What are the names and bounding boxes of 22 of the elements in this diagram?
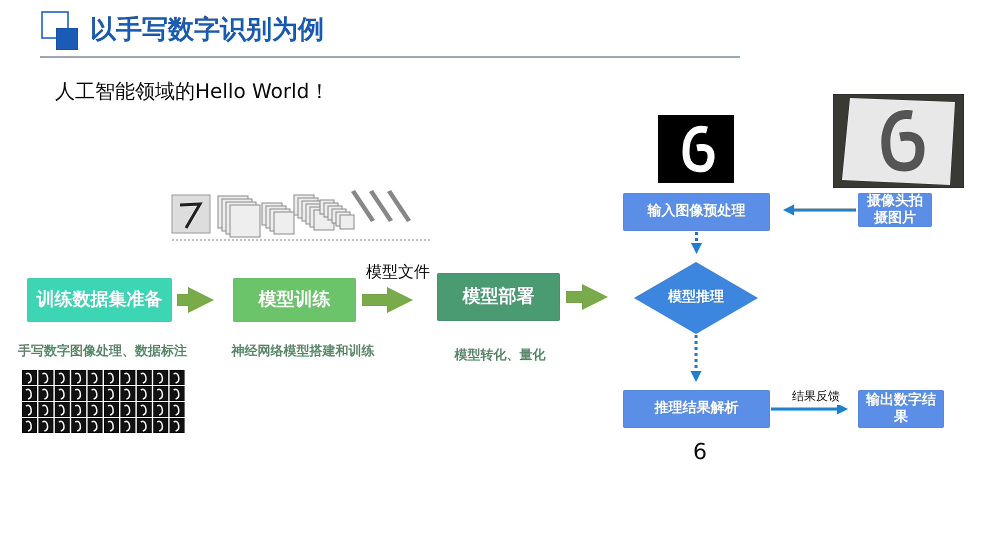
caption-text: 手写数字图像处理、数据标注 — [17, 342, 188, 360]
process-box: 训练数据集准备 — [27, 278, 172, 322]
caption-text: 神经网络模型搭建和训练 — [230, 343, 376, 360]
process-box: 摄像头拍摄图片 — [858, 193, 932, 227]
process-box: 推理结果解析 — [623, 390, 770, 428]
process-box: 输入图像预处理 — [623, 193, 770, 231]
arrow — [783, 204, 856, 216]
arrow — [566, 284, 608, 310]
process-box: 模型训练 — [233, 278, 356, 322]
arrow — [691, 232, 702, 254]
arrow — [690, 335, 702, 382]
caption-text: 模型转化、量化 — [453, 347, 546, 364]
process-box: 输出数字结果 — [858, 390, 944, 428]
arrow — [177, 287, 214, 313]
decision-diamond: 模型推理 — [634, 262, 758, 334]
process-box: 模型部署 — [437, 273, 560, 321]
arrow — [362, 287, 413, 313]
edge-label: 结果反馈 — [790, 388, 842, 405]
caption-text: 6 — [692, 440, 708, 465]
subtitle-text: 人工智能领域的Hello World！ — [55, 78, 330, 105]
title-text: 以手写数字识别为例 — [90, 14, 324, 47]
arrow — [771, 404, 848, 414]
